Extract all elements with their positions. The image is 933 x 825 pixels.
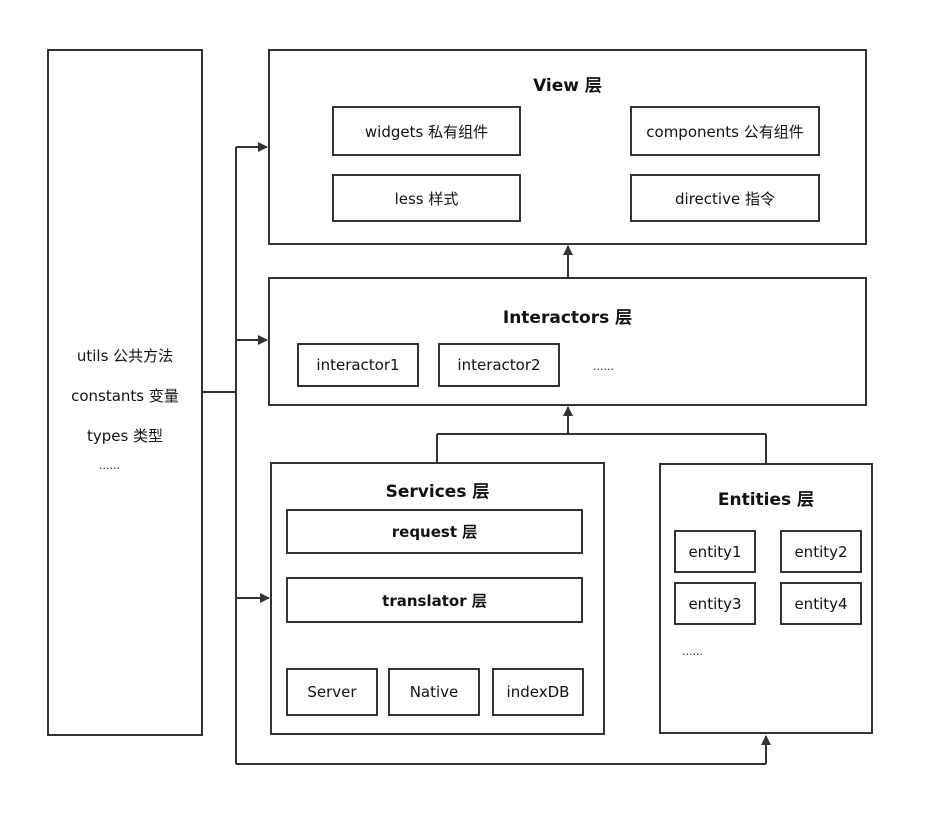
entity3-box: entity3 bbox=[674, 582, 756, 625]
components-box: components 公有组件 bbox=[630, 106, 820, 156]
less-box: less 样式 bbox=[332, 174, 521, 222]
widgets-box: widgets 私有组件 bbox=[332, 106, 521, 156]
translator-layer-box: translator 层 bbox=[286, 577, 583, 623]
entity2-box: entity2 bbox=[780, 530, 862, 573]
services-layer-title: Services 层 bbox=[385, 482, 490, 502]
request-layer-box: request 层 bbox=[286, 509, 583, 554]
entities-layer-title: Entities 层 bbox=[717, 490, 815, 510]
utils-label: utils 公共方法 bbox=[76, 347, 174, 365]
entity4-box: entity4 bbox=[780, 582, 862, 625]
server-box: Server bbox=[286, 668, 378, 716]
view-layer-title: View 层 bbox=[533, 76, 602, 96]
native-box: Native bbox=[388, 668, 480, 716]
entity1-box: entity1 bbox=[674, 530, 756, 573]
shared-ellipsis: ...... bbox=[99, 459, 120, 472]
interactors-layer: Interactors 层 bbox=[268, 277, 867, 406]
shared-utilities-box: utils 公共方法 constants 变量 types 类型 ...... bbox=[47, 49, 203, 736]
interactor2-box: interactor2 bbox=[438, 343, 560, 387]
types-label: types 类型 bbox=[86, 427, 164, 445]
interactor1-box: interactor1 bbox=[297, 343, 419, 387]
directive-box: directive 指令 bbox=[630, 174, 820, 222]
interactors-ellipsis: ...... bbox=[593, 360, 614, 373]
constants-label: constants 变量 bbox=[71, 387, 179, 405]
entities-ellipsis: ...... bbox=[682, 645, 703, 658]
interactors-layer-title: Interactors 层 bbox=[502, 308, 633, 328]
indexdb-box: indexDB bbox=[492, 668, 584, 716]
